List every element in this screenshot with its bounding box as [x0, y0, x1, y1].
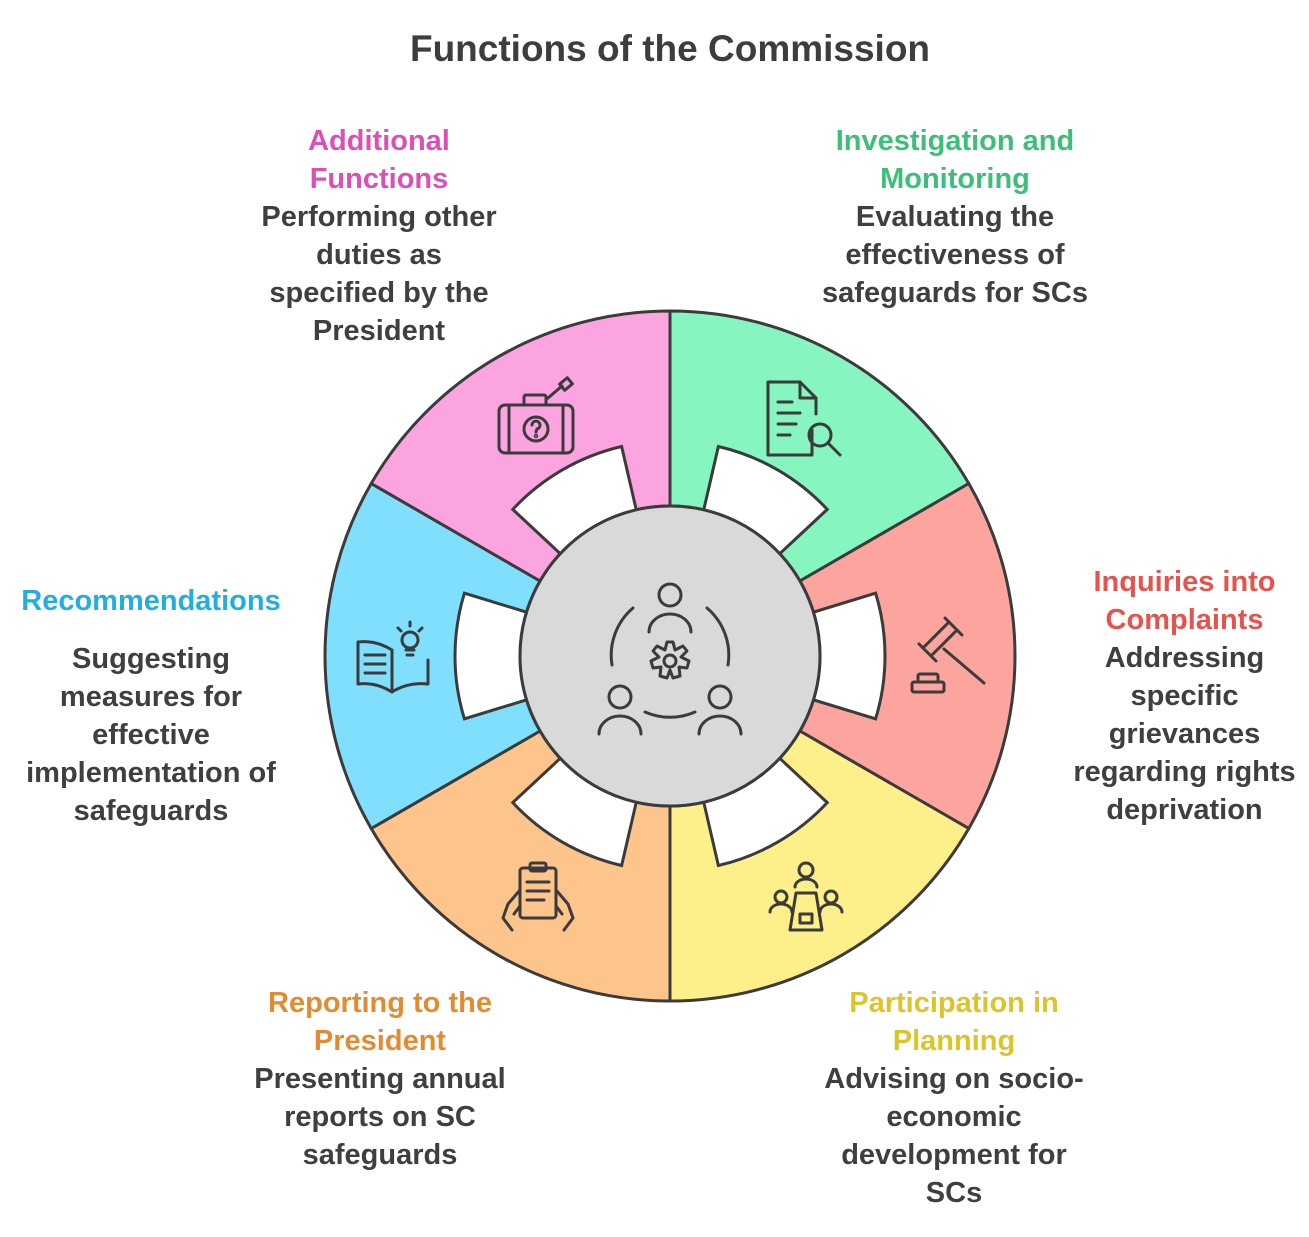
label-recommendations: Recommendations Suggesting measures for …: [8, 582, 294, 830]
description-additional: Performing other duties as specified by …: [261, 201, 497, 347]
heading-participation: Participation in Planning: [849, 987, 1059, 1057]
heading-recommendations: Recommendations: [21, 585, 281, 617]
clipboard-hands-icon: [501, 861, 575, 932]
ring-gaps: [453, 444, 887, 868]
description-participation: Advising on socio-economic development f…: [824, 1063, 1084, 1209]
heading-reporting: Reporting to the President: [268, 987, 492, 1057]
meeting-table-icon: [768, 861, 844, 932]
ring-gap: [453, 591, 529, 721]
label-investigation: Investigation and Monitoring Evaluating …: [800, 122, 1110, 312]
description-recommendations: Suggesting measures for effective implem…: [26, 643, 276, 827]
document-search-icon: [766, 380, 842, 457]
gavel-icon: [910, 616, 986, 694]
book-lightbulb-icon: [356, 620, 430, 694]
description-reporting: Presenting annual reports on SC safeguar…: [254, 1063, 506, 1171]
heading-additional: Additional Functions: [308, 125, 450, 195]
ring-gap: [811, 591, 887, 721]
diagram-title: Functions of the Commission: [409, 28, 931, 69]
toolbox-question-icon: [497, 376, 575, 455]
heading-inquiries: Inquiries into Complaints: [1093, 566, 1276, 636]
label-participation: Participation in Planning Advising on so…: [820, 984, 1088, 1212]
label-reporting: Reporting to the President Presenting an…: [240, 984, 520, 1174]
heading-investigation: Investigation and Monitoring: [835, 125, 1075, 195]
label-additional: Additional Functions Performing other du…: [250, 122, 508, 350]
description-investigation: Evaluating the effectiveness of safeguar…: [822, 201, 1088, 309]
team-gear-icon: [597, 582, 743, 736]
label-inquiries: Inquiries into Complaints Addressing spe…: [1062, 563, 1307, 829]
description-inquiries: Addressing specific grievances regarding…: [1073, 642, 1296, 826]
